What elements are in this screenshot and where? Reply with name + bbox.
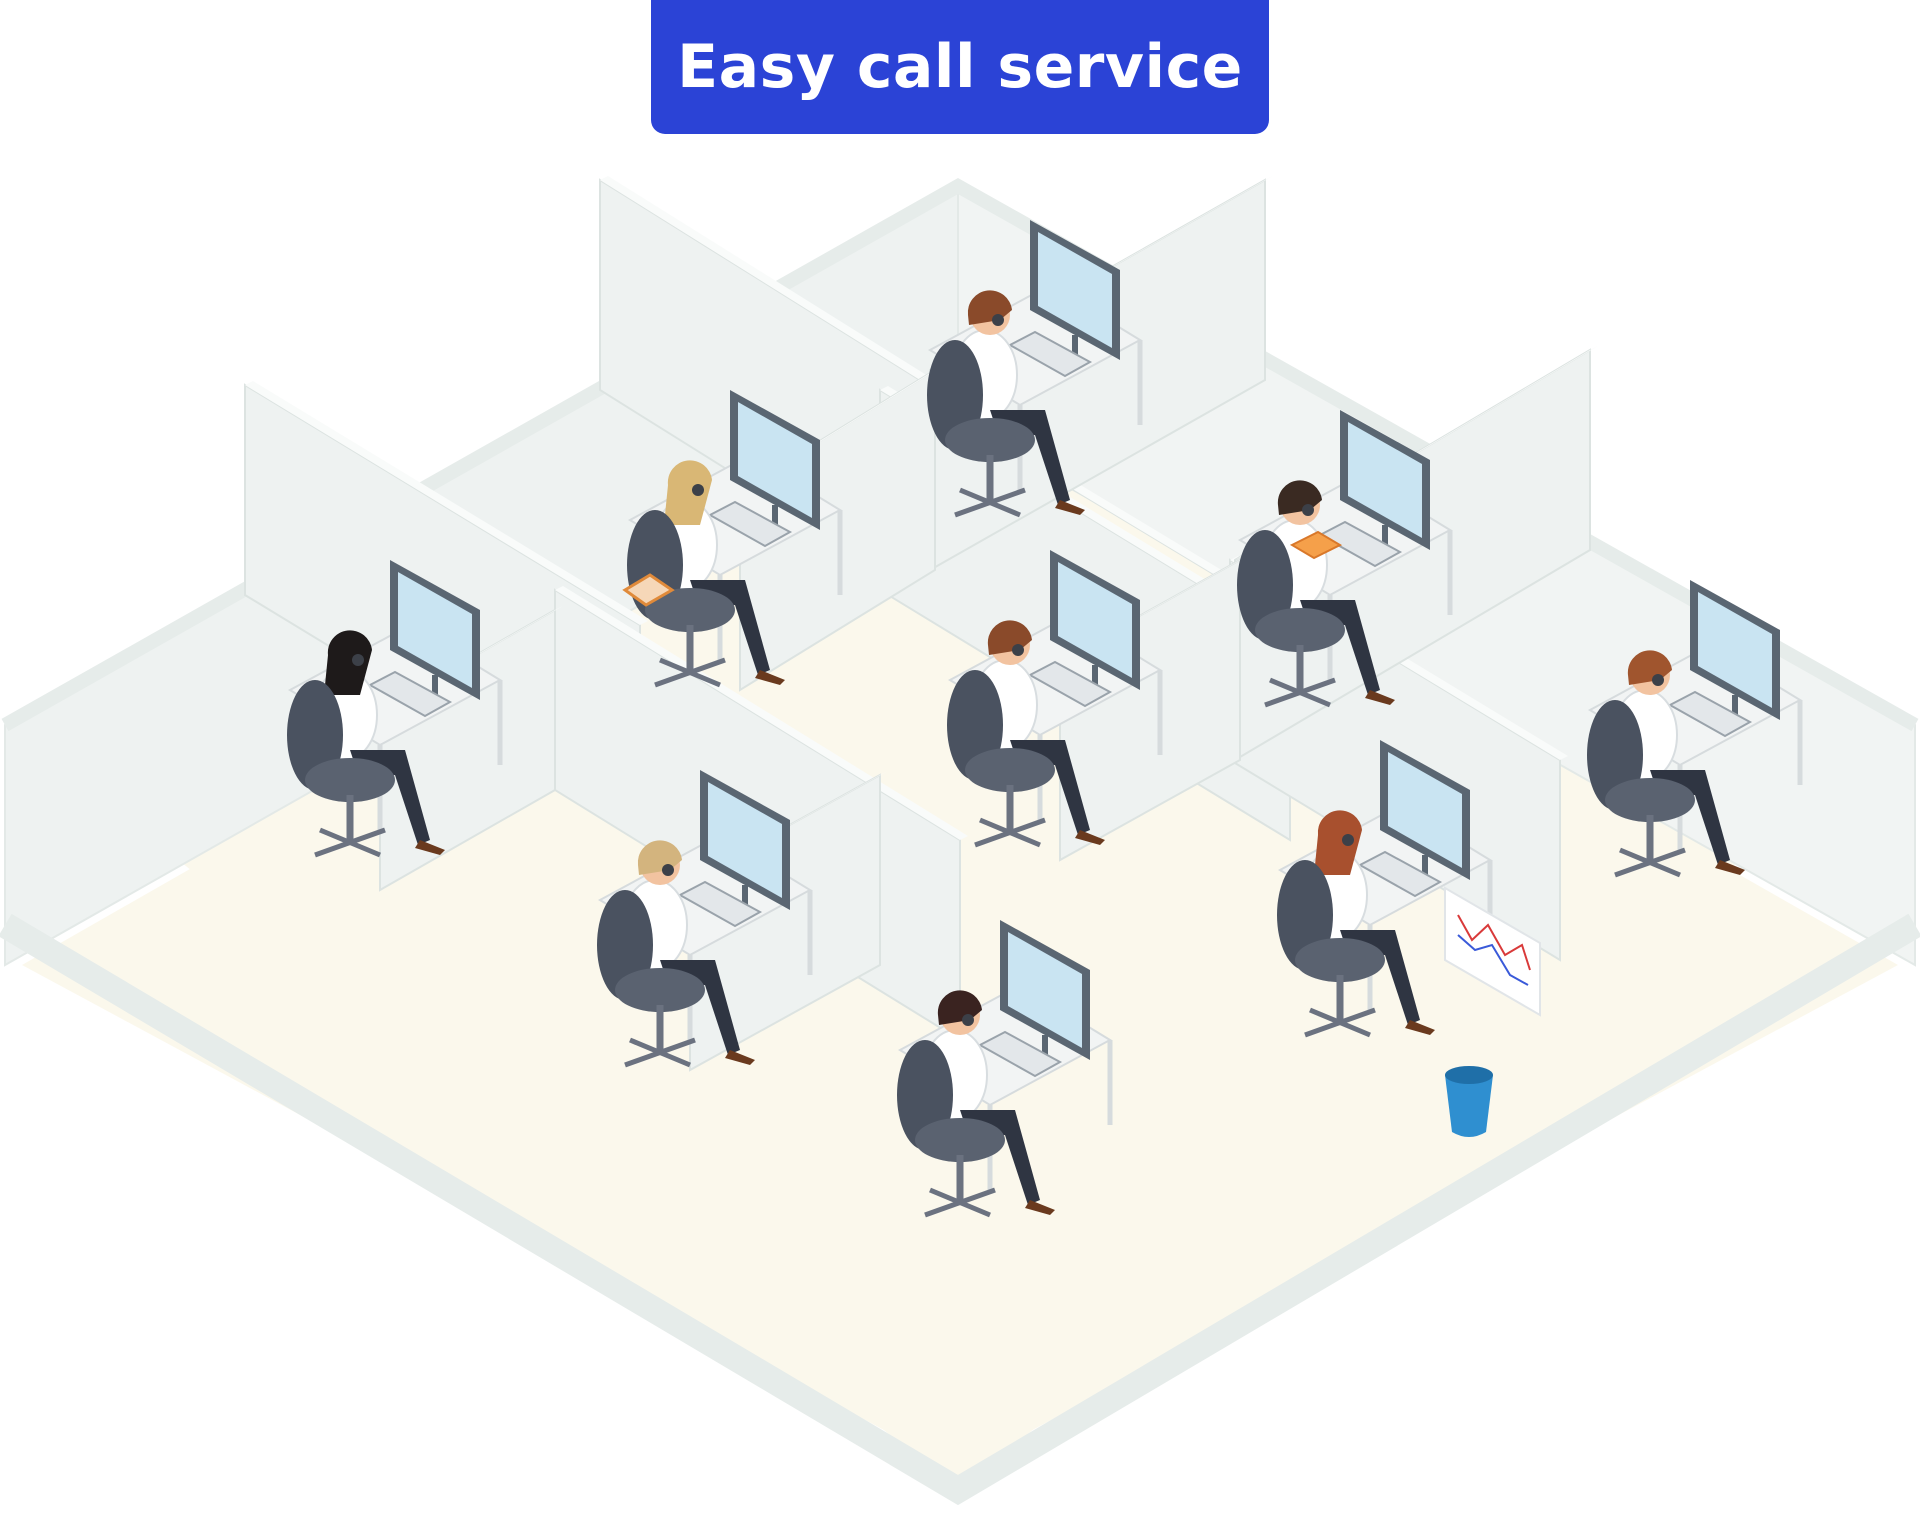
chair-base — [929, 1187, 991, 1218]
keyboard — [1357, 850, 1443, 898]
props-layer — [622, 530, 1541, 1137]
chair-seat — [305, 758, 395, 802]
chair-seat — [615, 968, 705, 1012]
clipboard-icon — [622, 573, 675, 607]
keyboard — [367, 670, 453, 718]
person-shoe — [1405, 1020, 1435, 1035]
title-badge: Easy call service — [651, 0, 1269, 134]
headset-icon — [352, 654, 364, 666]
keyboard — [1667, 690, 1753, 738]
chair-base — [629, 1037, 691, 1068]
headset-icon — [1342, 834, 1354, 846]
headset-icon — [662, 864, 674, 876]
front-wall-rim — [0, 913, 1920, 1506]
monitor-screen — [738, 402, 812, 518]
chair-base — [1309, 1007, 1371, 1038]
chair-seat — [1255, 608, 1345, 652]
chair-base — [1619, 847, 1681, 878]
person-shoe — [1055, 500, 1085, 515]
headset-icon — [1012, 644, 1024, 656]
chair-seat — [645, 588, 735, 632]
wall-chart-line — [1457, 914, 1531, 971]
person-shoe — [725, 1050, 755, 1065]
chair-seat — [1295, 938, 1385, 982]
chair-base — [959, 487, 1021, 518]
person-shoe — [415, 840, 445, 855]
partition-2-top — [600, 176, 1008, 430]
person-shoe — [1365, 690, 1395, 705]
person-hair — [664, 460, 712, 525]
headset-icon — [692, 484, 704, 496]
monitor-screen — [708, 782, 782, 898]
workers-layer — [287, 220, 1803, 1218]
partition-1-top — [245, 381, 648, 625]
keyboard — [707, 500, 793, 548]
person-hair — [1314, 810, 1362, 875]
keyboard — [1007, 330, 1093, 378]
workstation — [1277, 740, 1493, 1038]
keyboard — [677, 880, 763, 928]
page-title: Easy call service — [677, 32, 1243, 102]
headset-icon — [1652, 674, 1664, 686]
keyboard — [1027, 660, 1113, 708]
wall-chart-line — [1457, 934, 1529, 986]
monitor-screen — [1388, 752, 1462, 868]
book-icon — [1289, 530, 1343, 560]
chair-base — [979, 817, 1041, 848]
workstation — [287, 560, 503, 858]
person-hair — [324, 630, 372, 695]
partition-4-top — [555, 586, 968, 840]
chair-seat — [945, 418, 1035, 462]
chair-base — [1269, 677, 1331, 708]
monitor-screen — [1058, 562, 1132, 678]
monitor-screen — [1348, 422, 1422, 538]
monitor-screen — [398, 572, 472, 688]
chair-base — [319, 827, 381, 858]
workstation — [927, 220, 1143, 518]
trash-bin-rim — [1445, 1066, 1493, 1084]
monitor-screen — [1038, 232, 1112, 348]
chair-base — [659, 657, 721, 688]
keyboard — [977, 1030, 1063, 1078]
workstation — [1587, 580, 1803, 878]
chair-seat — [1605, 778, 1695, 822]
chair-seat — [915, 1118, 1005, 1162]
workstation — [897, 920, 1113, 1218]
wall-chart-icon — [1444, 886, 1541, 1017]
monitor-screen — [1698, 592, 1772, 708]
chair-seat — [965, 748, 1055, 792]
person-shoe — [1715, 860, 1745, 875]
trash-bin-icon — [1445, 1075, 1493, 1137]
monitor-screen — [1008, 932, 1082, 1048]
headset-icon — [1302, 504, 1314, 516]
wall-chart-board — [1444, 886, 1541, 1017]
headset-icon — [992, 314, 1004, 326]
headset-icon — [962, 1014, 974, 1026]
person-shoe — [755, 670, 785, 685]
workstation — [597, 770, 813, 1068]
person-shoe — [1075, 830, 1105, 845]
workstation — [947, 550, 1163, 848]
person-shoe — [1025, 1200, 1055, 1215]
keyboard — [1317, 520, 1403, 568]
